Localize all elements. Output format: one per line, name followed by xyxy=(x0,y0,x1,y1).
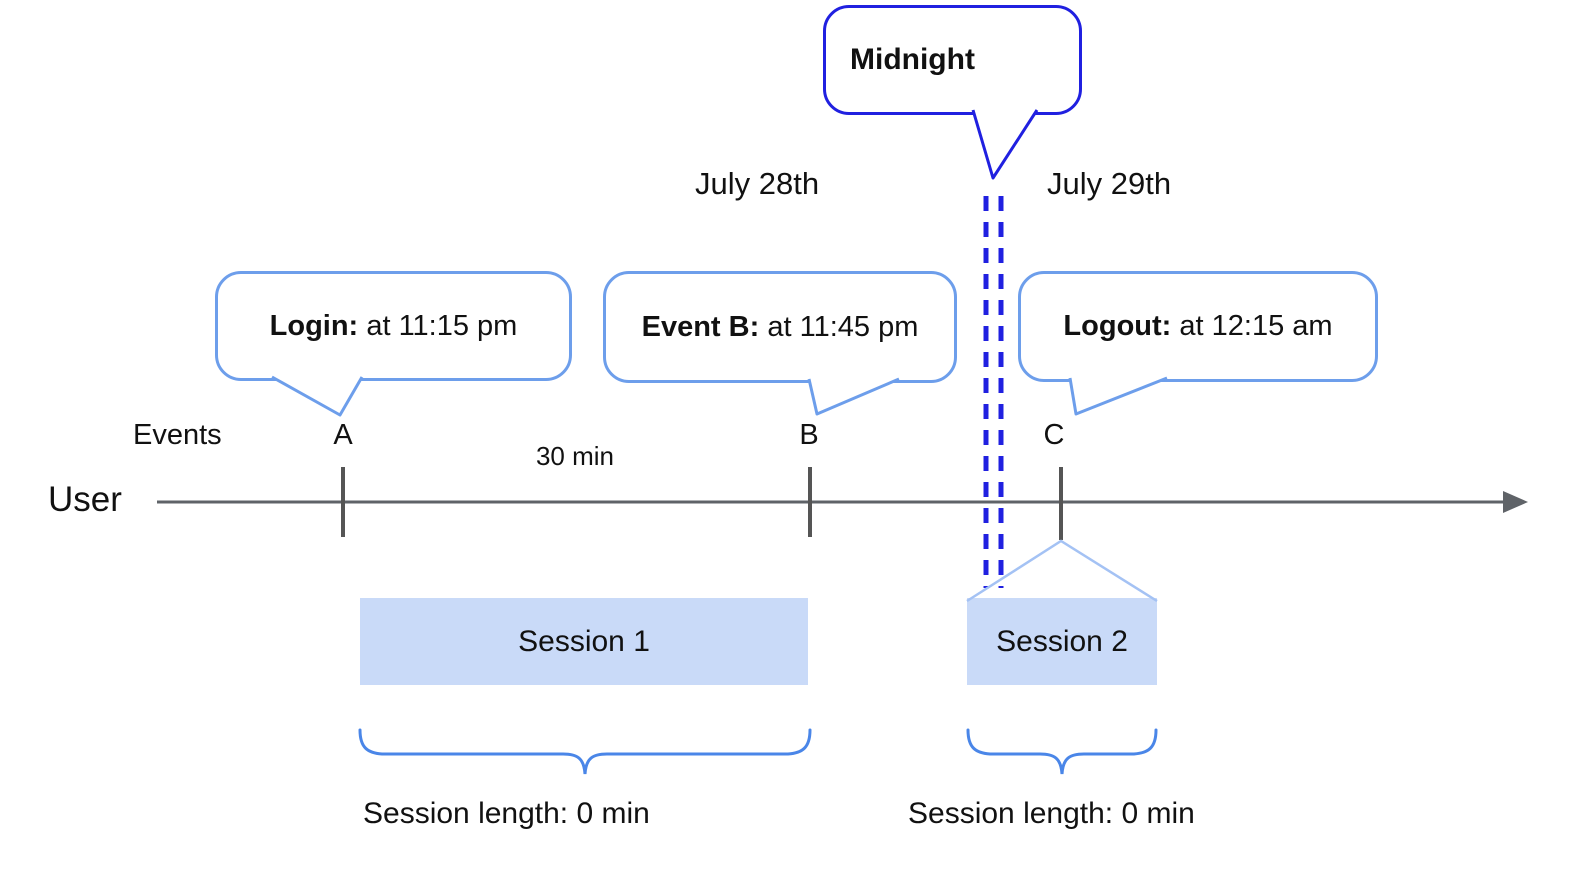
session-2-label: Session 2 xyxy=(996,624,1128,658)
event-b-callout-title: Event B: xyxy=(641,310,760,343)
login-callout-title: Login: xyxy=(269,309,359,342)
midnight-callout-label: Midnight xyxy=(850,43,975,76)
logout-callout-detail: at 12:15 am xyxy=(1179,310,1333,342)
logout-callout-title: Logout: xyxy=(1063,310,1172,342)
event-marker-c: C xyxy=(1043,419,1065,451)
date-label-july-29: July 29th xyxy=(1047,166,1172,201)
user-axis-label: User xyxy=(48,480,122,519)
event-b-callout-tail xyxy=(807,377,900,416)
event-marker-b: B xyxy=(799,419,819,451)
session-2-brace xyxy=(966,728,1158,775)
session-2-connector-lines xyxy=(966,539,1158,603)
session-2-box: Session 2 xyxy=(967,598,1157,685)
date-label-july-28: July 28th xyxy=(695,166,820,201)
interval-label: 30 min xyxy=(535,441,615,471)
login-callout: Login: at 11:15 pm xyxy=(215,271,572,381)
event-b-callout-detail: at 11:45 pm xyxy=(767,310,919,343)
session-1-length-label: Session length: 0 min xyxy=(363,797,650,830)
session-1-brace xyxy=(358,728,812,775)
timeline-arrowhead-icon xyxy=(1503,491,1528,513)
session-1-box: Session 1 xyxy=(360,598,808,685)
session-2-length-label: Session length: 0 min xyxy=(908,797,1195,830)
event-b-callout: Event B: at 11:45 pm xyxy=(603,271,957,383)
session-1-label: Session 1 xyxy=(518,624,650,658)
logout-callout: Logout: at 12:15 am xyxy=(1018,271,1378,382)
midnight-callout: Midnight xyxy=(823,5,1082,115)
event-marker-a: A xyxy=(333,419,353,451)
login-callout-detail: at 11:15 pm xyxy=(366,309,518,342)
events-row-label: Events xyxy=(133,419,222,451)
midnight-callout-tail xyxy=(971,109,1039,180)
logout-callout-tail xyxy=(1068,376,1168,416)
login-callout-tail xyxy=(271,375,364,417)
